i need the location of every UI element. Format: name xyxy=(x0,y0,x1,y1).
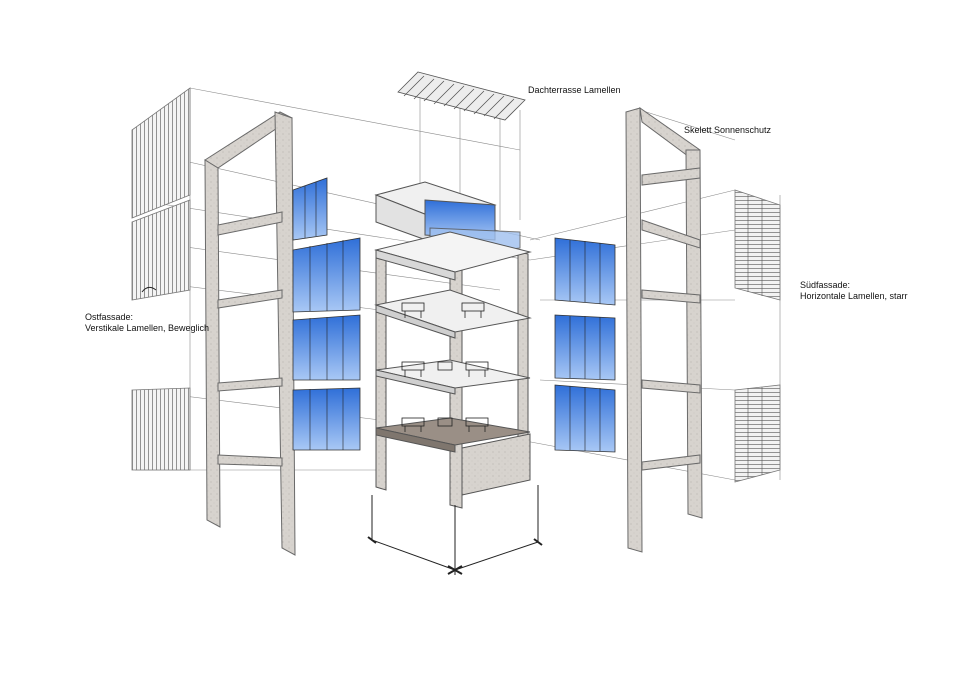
east-facade-title: Ostfassade: xyxy=(85,312,134,322)
south-facade-title: Südfassade: xyxy=(800,280,851,290)
south-louvers xyxy=(734,189,781,483)
roof-louvers xyxy=(397,71,526,121)
skeleton-label: Skelett Sonnenschutz xyxy=(684,125,772,135)
furniture-level-1 xyxy=(401,302,485,318)
left-skeleton xyxy=(204,111,296,556)
right-glazing xyxy=(554,237,616,453)
roof-terrace-label: Dachterrasse Lamellen xyxy=(528,85,621,95)
central-core xyxy=(374,181,532,509)
furniture-level-2 xyxy=(401,361,489,377)
east-louvers xyxy=(131,87,191,471)
furniture xyxy=(401,302,489,432)
south-facade-label: Südfassade: Horizontale Lamellen, starr xyxy=(800,280,908,302)
south-facade-desc: Horizontale Lamellen, starr xyxy=(800,291,908,301)
dimension-lines xyxy=(367,485,543,575)
east-facade-label: Ostfassade: Verstikale Lamellen, Bewegli… xyxy=(85,312,209,334)
right-skeleton xyxy=(625,106,703,553)
east-facade-desc: Verstikale Lamellen, Beweglich xyxy=(85,323,210,333)
left-glazing xyxy=(292,177,361,451)
furniture-level-3 xyxy=(401,417,489,432)
